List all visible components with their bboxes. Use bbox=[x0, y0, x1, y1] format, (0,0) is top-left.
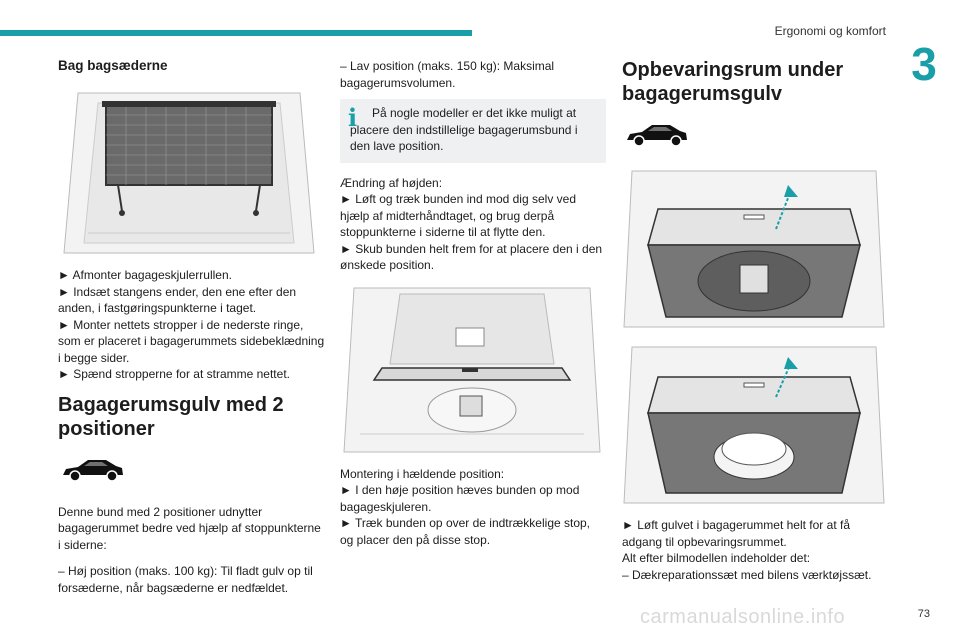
low-position: – Lav position (maks. 150 kg): Maksimal … bbox=[340, 59, 555, 90]
floor-intro: Denne bund med 2 positioner udnytter bag… bbox=[58, 504, 321, 552]
column-1: Bag bagsæderne ► Afmonter bagageskjulerr… bbox=[58, 58, 326, 596]
chapter-number: 3 bbox=[911, 38, 937, 90]
storage-step-1: ► Løft gulvet i bagagerummet helt for at… bbox=[622, 518, 850, 549]
heading-storage: Opbevaringsrum under bagagerumsgulv bbox=[622, 59, 844, 105]
storage-item: – Dækreparationssæt med bilens værktøjss… bbox=[622, 567, 872, 582]
step-4: ► Spænd stropperne for at stramme nettet… bbox=[58, 367, 290, 381]
step-2: ► Indsæt stangens ender, den ene efter d… bbox=[58, 284, 297, 316]
tilted-title: Montering i hældende position: bbox=[340, 466, 505, 481]
page-number: 73 bbox=[917, 608, 930, 620]
trunk-floor-illustration bbox=[340, 283, 604, 456]
header-accent-bar bbox=[0, 30, 472, 36]
column-2: – Lav position (maks. 150 kg): Maksimal … bbox=[340, 58, 606, 548]
height-change-title: Ændring af højden: bbox=[340, 175, 443, 190]
tilted-step-1: ► I den høje position hæves bunden op mo… bbox=[340, 483, 580, 514]
step-3: ► Monter nettets stropper i de nederste … bbox=[58, 317, 325, 365]
height-change-step-1: ► Løft og træk bunden ind mod dig selv v… bbox=[340, 192, 577, 239]
section-title: Ergonomi og komfort bbox=[774, 24, 886, 38]
high-position: – Høj position (maks. 100 kg): Til fladt… bbox=[58, 564, 313, 595]
step-1: ► Afmonter bagageskjulerrullen. bbox=[58, 268, 232, 282]
watermark: carmanualsonline.info bbox=[640, 606, 846, 628]
suv-silhouette-icon bbox=[63, 459, 123, 482]
column-3: Opbevaringsrum under bagagerumsgulv ► Lø… bbox=[622, 58, 888, 583]
tyre-repair-kit-illustration bbox=[622, 345, 886, 505]
height-change-step-2: ► Skub bunden helt frem for at placere d… bbox=[340, 241, 603, 273]
spare-wheel-compartment-illustration bbox=[622, 169, 886, 329]
tilted-step-2: ► Træk bunden op over de indtrækkelige s… bbox=[340, 516, 591, 547]
info-note-box: i På nogle modeller er det ikke muligt a… bbox=[340, 99, 606, 163]
cargo-net-illustration bbox=[58, 83, 320, 259]
info-note-text: På nogle modeller er det ikke muligt at … bbox=[350, 106, 578, 153]
info-icon: i bbox=[348, 103, 358, 132]
suv-silhouette-icon bbox=[627, 125, 687, 147]
heading-floor: Bagagerumsgulv med 2 positioner bbox=[58, 393, 284, 440]
storage-note: Alt efter bilmodellen indeholder det: bbox=[622, 551, 811, 565]
heading-rear-seats: Bag bagsæderne bbox=[58, 58, 168, 73]
